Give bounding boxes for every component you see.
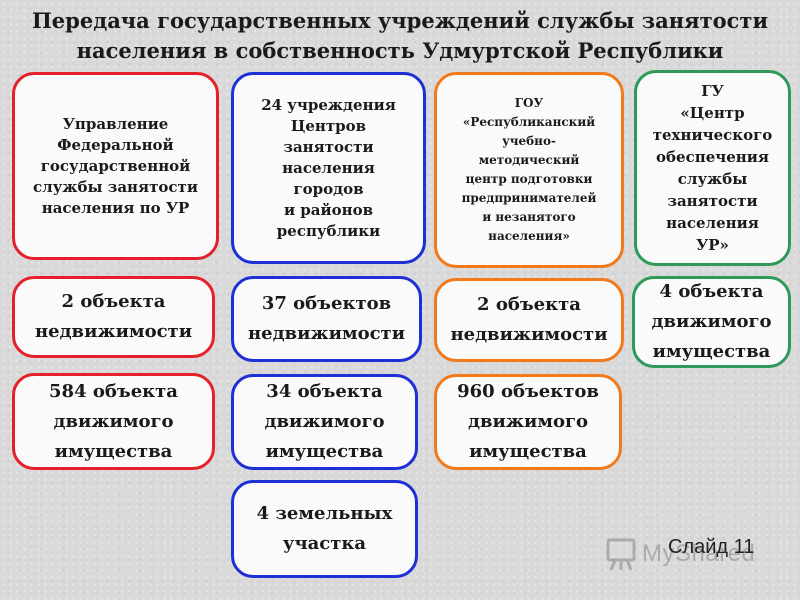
presentation-board-icon — [606, 538, 636, 571]
stat-box-centers-movable-property: 34 объекта движимого имущества — [231, 374, 418, 470]
stat-box-centers-real-estate: 37 объектов недвижимости — [231, 276, 422, 362]
box-text-line: учебно- — [502, 134, 556, 148]
box-text-line: «Центр — [680, 104, 745, 122]
box-text-line: движимого — [651, 311, 772, 332]
stat-box-federal-movable-property: 584 объекта движимого имущества — [12, 373, 215, 470]
header-box-technical-support-center: ГУ «Центр технического обеспечения служб… — [634, 70, 791, 266]
watermark-text: MyShared — [642, 540, 756, 567]
box-text-line: участка — [282, 533, 367, 554]
box-text-line: населения — [282, 158, 375, 177]
stat-box-training-real-estate: 2 объекта недвижимости — [434, 278, 624, 362]
box-text-line: и незанятого — [482, 210, 576, 224]
box-text-line: движимого — [53, 410, 174, 432]
box-text-line: недвижимости — [450, 324, 608, 345]
box-text-line: предпринимателей — [461, 191, 597, 205]
box-text-line: обеспечения — [656, 148, 769, 166]
box-text-line: «Республиканский — [462, 115, 596, 129]
box-text-line: службы занятости — [33, 177, 198, 196]
box-text-line: имущества — [652, 341, 771, 362]
box-text-line: ГОУ — [514, 96, 544, 110]
box-text-line: Центров — [290, 116, 367, 135]
box-text-line: 2 объекта — [61, 291, 166, 312]
header-box-employment-centers: 24 учреждения Центров занятости населени… — [231, 72, 426, 264]
box-text-line: 37 объектов — [261, 293, 392, 314]
box-text-line: населения» — [488, 229, 570, 243]
box-text-line: центр подготовки — [465, 172, 593, 186]
box-text-line: населения по УР — [41, 198, 190, 217]
box-text-line: 24 учреждения — [261, 95, 396, 114]
box-text-line: методический — [478, 153, 580, 167]
box-text-line: имущества — [265, 441, 384, 462]
box-text-line: занятости — [667, 192, 758, 210]
box-text-line: и районов — [283, 200, 374, 219]
box-text-line: республики — [276, 221, 381, 240]
box-text-line: УР» — [696, 236, 729, 254]
box-text-line: ГУ — [701, 82, 724, 100]
box-text-line: недвижимости — [247, 323, 406, 344]
box-text-line: городов — [293, 179, 364, 198]
box-text-line: государственной — [40, 156, 191, 175]
box-text-line: 4 объекта — [659, 281, 764, 302]
box-text-line: движимого — [467, 411, 589, 432]
box-text-line: 584 объекта — [49, 380, 178, 402]
box-text-line: службы — [677, 170, 748, 188]
stat-box-training-movable-property: 960 объектов движимого имущества — [434, 374, 622, 470]
box-text-line: 4 земельных — [256, 503, 393, 524]
slide-title-line-1: Передача государственных учреждений служ… — [31, 8, 769, 33]
header-box-federal-employment-office: Управление Федеральной государственной с… — [12, 72, 219, 260]
box-text-line: имущества — [469, 441, 587, 462]
box-text-line: населения — [666, 214, 759, 232]
stat-box-federal-real-estate: 2 объекта недвижимости — [12, 276, 215, 358]
stat-box-technical-movable-property: 4 объекта движимого имущества — [632, 276, 791, 368]
watermark-logo: MyShared — [606, 534, 766, 574]
slide-title: Передача государственных учреждений служ… — [0, 6, 800, 66]
slide-title-line-2: населения в собственность Удмуртской Рес… — [76, 38, 724, 63]
box-text-line: недвижимости — [34, 321, 193, 342]
box-text-line: Федеральной — [57, 135, 174, 154]
box-text-line: 34 объекта — [266, 381, 383, 402]
slide-number-label: Слайд 11 — [668, 536, 755, 558]
box-text-line: занятости — [283, 137, 374, 156]
box-text-line: имущества — [54, 440, 173, 462]
header-box-training-center: ГОУ «Республиканский учебно- методически… — [434, 72, 624, 268]
box-text-line: 2 объекта — [477, 294, 581, 315]
stat-box-centers-land-plots: 4 земельных участка — [231, 480, 418, 578]
box-text-line: технического — [652, 126, 773, 144]
box-text-line: 960 объектов — [457, 381, 599, 402]
box-text-line: движимого — [264, 411, 385, 432]
box-text-line: Управление — [62, 114, 169, 133]
